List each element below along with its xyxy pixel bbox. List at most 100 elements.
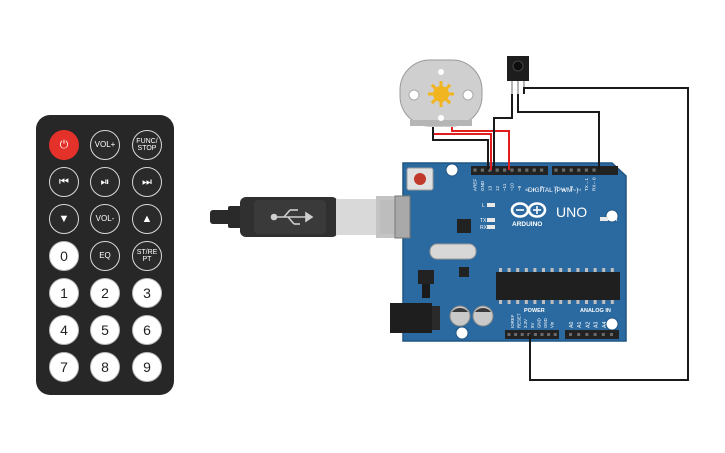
remote-button-3[interactable]: 3 bbox=[132, 278, 162, 308]
remote-button-8[interactable]: 8 bbox=[90, 352, 120, 382]
remote-button-5[interactable]: 5 bbox=[90, 315, 120, 345]
remote-button-1[interactable]: 1 bbox=[49, 278, 79, 308]
header-pin[interactable] bbox=[532, 168, 536, 172]
remote-button-func-stop[interactable]: FUNC/STOP bbox=[132, 130, 162, 160]
header-pin[interactable] bbox=[527, 333, 531, 336]
remote-button-4[interactable]: 4 bbox=[49, 315, 79, 345]
header-pin[interactable] bbox=[495, 168, 499, 172]
header-pin[interactable] bbox=[569, 168, 573, 172]
header-pin[interactable] bbox=[577, 333, 581, 336]
play-pause-icon: ⏯ bbox=[100, 175, 110, 188]
remote-button-arrow-up[interactable]: ▲ bbox=[132, 204, 162, 234]
header-pin[interactable] bbox=[507, 333, 511, 336]
header-pin[interactable] bbox=[584, 168, 588, 172]
pin-label: AREF bbox=[473, 179, 478, 191]
pin-label: 5V bbox=[530, 323, 535, 328]
header-pin[interactable] bbox=[488, 168, 492, 172]
pin-label: ~3 bbox=[569, 185, 574, 191]
header-pin[interactable] bbox=[503, 168, 507, 172]
remote-button-label: ST/REPT bbox=[136, 249, 158, 263]
remote-button-skip-back[interactable]: ⏮ bbox=[49, 167, 79, 197]
pin-label: 4 bbox=[561, 188, 566, 191]
remote-button-label: VOL+ bbox=[94, 140, 116, 149]
pin-label: A1 bbox=[577, 322, 583, 328]
pin-label: ~5 bbox=[554, 185, 559, 191]
header-pin[interactable] bbox=[610, 333, 613, 336]
header-pin[interactable] bbox=[592, 168, 596, 172]
pin-label: 2 bbox=[576, 188, 581, 191]
remote-button-label: 6 bbox=[143, 322, 151, 338]
pin-label: 13 bbox=[487, 185, 492, 191]
remote-button-label: 8 bbox=[101, 359, 109, 375]
remote-button-0[interactable]: 0 bbox=[49, 241, 79, 271]
power-icon: ⏻ bbox=[59, 138, 69, 151]
pin-label: 3.3V bbox=[523, 319, 528, 328]
skip-forward-icon: ⏭ bbox=[142, 175, 152, 188]
analog-in-label: ANALOG IN bbox=[580, 308, 611, 314]
header-pin[interactable] bbox=[480, 168, 484, 172]
remote-button-play-pause[interactable]: ⏯ bbox=[90, 167, 120, 197]
header-pin[interactable] bbox=[585, 333, 589, 336]
pin-label: TX→1 bbox=[584, 178, 589, 191]
pin-label: RX←0 bbox=[592, 177, 597, 191]
remote-button-vol-[interactable]: VOL- bbox=[90, 204, 120, 234]
brand-label: ARDUINO bbox=[512, 221, 542, 228]
header-pin[interactable] bbox=[533, 333, 537, 336]
power-header bbox=[505, 330, 559, 339]
led-l-label: L bbox=[482, 203, 485, 209]
arrow-up-icon: ▲ bbox=[141, 213, 153, 225]
dc-motor bbox=[399, 59, 483, 127]
header-pin[interactable] bbox=[473, 168, 477, 172]
remote-button-skip-forward[interactable]: ⏭ bbox=[132, 167, 162, 197]
header-pin[interactable] bbox=[569, 333, 572, 336]
header-pin[interactable] bbox=[601, 333, 605, 336]
header-pin[interactable] bbox=[540, 168, 544, 172]
header-pin[interactable] bbox=[525, 168, 529, 172]
header-pin[interactable] bbox=[554, 168, 558, 172]
remote-button-2[interactable]: 2 bbox=[90, 278, 120, 308]
remote-button-eq[interactable]: EQ bbox=[90, 241, 120, 271]
power-jack bbox=[390, 303, 432, 333]
model-label: UNO bbox=[556, 204, 587, 220]
remote-button-label: 7 bbox=[60, 359, 68, 375]
header-pin[interactable] bbox=[540, 333, 544, 336]
pin-label: ~10 bbox=[510, 183, 515, 191]
remote-button-arrow-down[interactable]: ▼ bbox=[49, 204, 79, 234]
pin-label: IOREF bbox=[510, 314, 515, 328]
power-label: POWER bbox=[524, 308, 545, 314]
pin-label: GND bbox=[480, 180, 485, 191]
header-pin[interactable] bbox=[547, 333, 551, 336]
header-pin[interactable] bbox=[520, 333, 524, 336]
arduino-logo-icon bbox=[510, 202, 547, 218]
remote-button-vol-[interactable]: VOL+ bbox=[90, 130, 120, 160]
remote-button-6[interactable]: 6 bbox=[132, 315, 162, 345]
remote-button-7[interactable]: 7 bbox=[49, 352, 79, 382]
pin-label: A5 bbox=[610, 322, 616, 328]
pin-label: ~9 bbox=[517, 185, 522, 191]
analog-header bbox=[565, 330, 619, 339]
remote-button-9[interactable]: 9 bbox=[132, 352, 162, 382]
header-pin[interactable] bbox=[553, 333, 557, 336]
remote-button-label: VOL- bbox=[95, 214, 115, 223]
pin-label: 12 bbox=[495, 185, 500, 191]
header-pin[interactable] bbox=[514, 333, 518, 336]
remote-button-st-rept[interactable]: ST/REPT bbox=[132, 241, 162, 271]
header-pin[interactable] bbox=[517, 168, 521, 172]
header-pin[interactable] bbox=[510, 168, 514, 172]
header-pin[interactable] bbox=[577, 168, 581, 172]
remote-button-power[interactable]: ⏻ bbox=[49, 130, 79, 160]
pin-label: A0 bbox=[569, 322, 575, 328]
fan-icon bbox=[428, 81, 454, 107]
usb-symbol-icon bbox=[270, 209, 314, 225]
remote-button-label: 1 bbox=[60, 285, 68, 301]
header-pin[interactable] bbox=[593, 333, 597, 336]
digital-header-left bbox=[471, 166, 548, 175]
pin-label: GND bbox=[536, 318, 541, 328]
header-pin[interactable] bbox=[562, 168, 566, 172]
wires bbox=[432, 87, 689, 381]
